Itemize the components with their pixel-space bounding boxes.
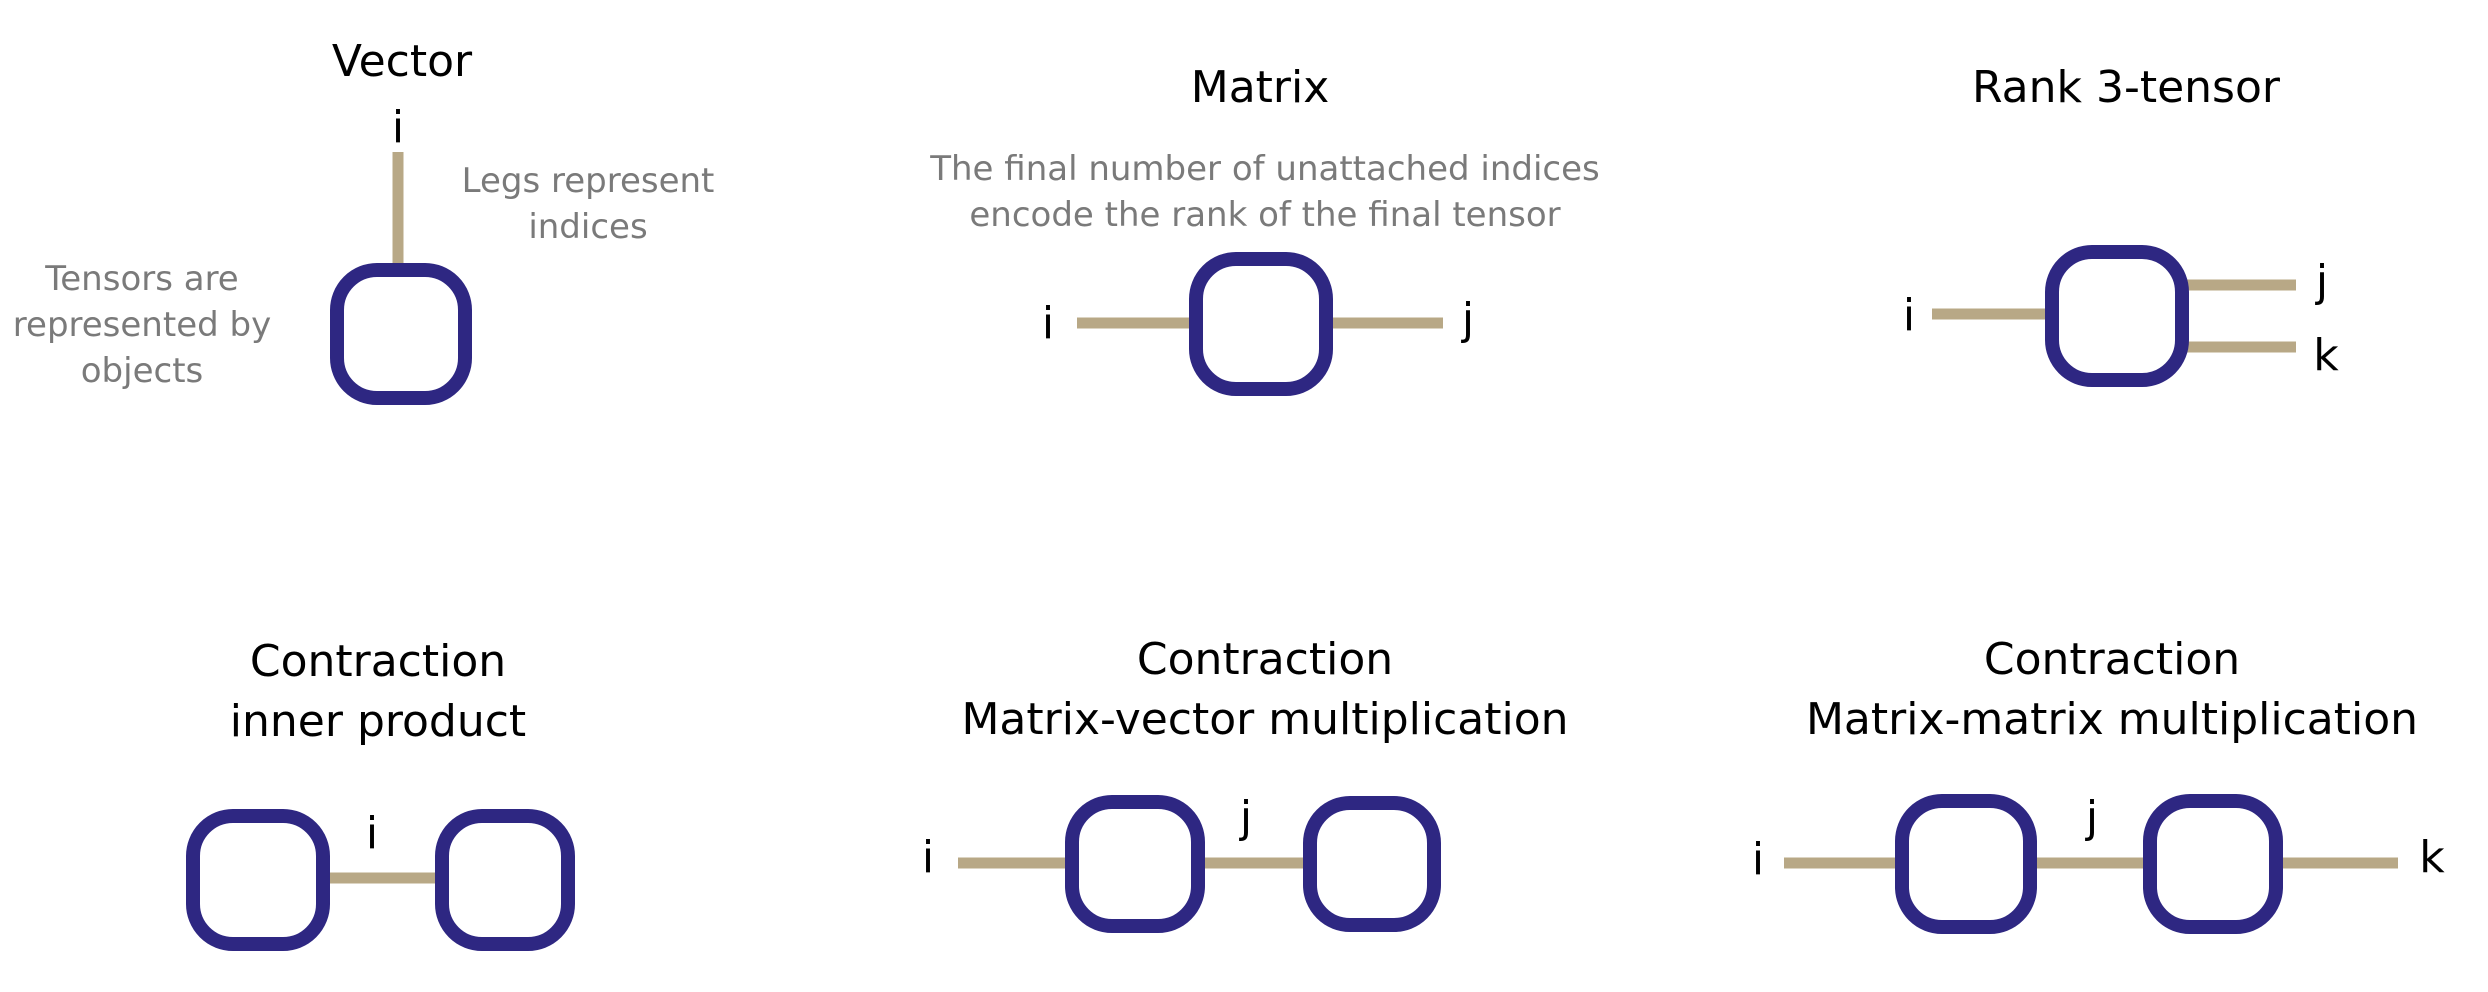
matrix-matrix-title-line1: Contraction [1984, 634, 2240, 685]
rank3-title: Rank 3-tensor [1972, 62, 2281, 113]
matrix-index-j: j [1461, 294, 1474, 345]
matrix-vector-title-line1: Contraction [1137, 634, 1393, 685]
inner-product-title-line2: inner product [230, 696, 526, 747]
inner-product-node-right [435, 809, 575, 951]
rank3-index-j: j [2315, 256, 2328, 307]
vector-node [330, 263, 472, 405]
matrix-matrix-panel: Contraction Matrix-matrix multiplication… [1752, 634, 2445, 934]
matrix-matrix-index-i: i [1752, 834, 1764, 885]
matrix-vector-title-line2: Matrix-vector multiplication [961, 694, 1568, 745]
matrix-panel: Matrix The final number of unattached in… [929, 62, 1600, 396]
rank3-panel: Rank 3-tensor i j k [1903, 62, 2339, 387]
matrix-vector-matrix-node [1065, 795, 1205, 933]
matrix-vector-panel: Contraction Matrix-vector multiplication… [922, 634, 1569, 933]
inner-product-index-i: i [366, 808, 378, 859]
matrix-vector-vector-node [1303, 796, 1441, 932]
vector-note-objects-line1: Tensors are [44, 259, 238, 299]
matrix-matrix-index-j: j [2085, 792, 2098, 843]
vector-note-objects-line3: objects [81, 351, 204, 391]
inner-product-panel: Contraction inner product i [186, 636, 575, 951]
inner-product-title-line1: Contraction [250, 636, 506, 687]
matrix-note-line1: The final number of unattached indices [929, 149, 1600, 189]
vector-panel: Vector i Legs represent indices Tensors … [13, 36, 715, 405]
vector-note-legs-line2: indices [528, 207, 647, 247]
matrix-note-line2: encode the rank of the final tensor [969, 195, 1560, 235]
vector-title: Vector [332, 36, 473, 87]
vector-note-legs-line1: Legs represent [462, 161, 715, 201]
vector-index-i: i [392, 102, 404, 153]
matrix-title: Matrix [1191, 62, 1330, 113]
rank3-node [2045, 245, 2189, 387]
vector-note-objects-line2: represented by [13, 305, 271, 345]
matrix-matrix-title-line2: Matrix-matrix multiplication [1806, 694, 2418, 745]
matrix-vector-index-i: i [922, 832, 934, 883]
rank3-index-k: k [2313, 330, 2339, 381]
inner-product-node-left [186, 809, 330, 951]
matrix-matrix-index-k: k [2419, 832, 2445, 883]
matrix-index-i: i [1042, 298, 1054, 349]
matrix-matrix-right-node [2143, 794, 2283, 934]
matrix-vector-index-j: j [1239, 792, 1252, 843]
matrix-node [1189, 252, 1333, 396]
matrix-matrix-left-node [1895, 794, 2037, 934]
rank3-index-i: i [1903, 290, 1915, 341]
